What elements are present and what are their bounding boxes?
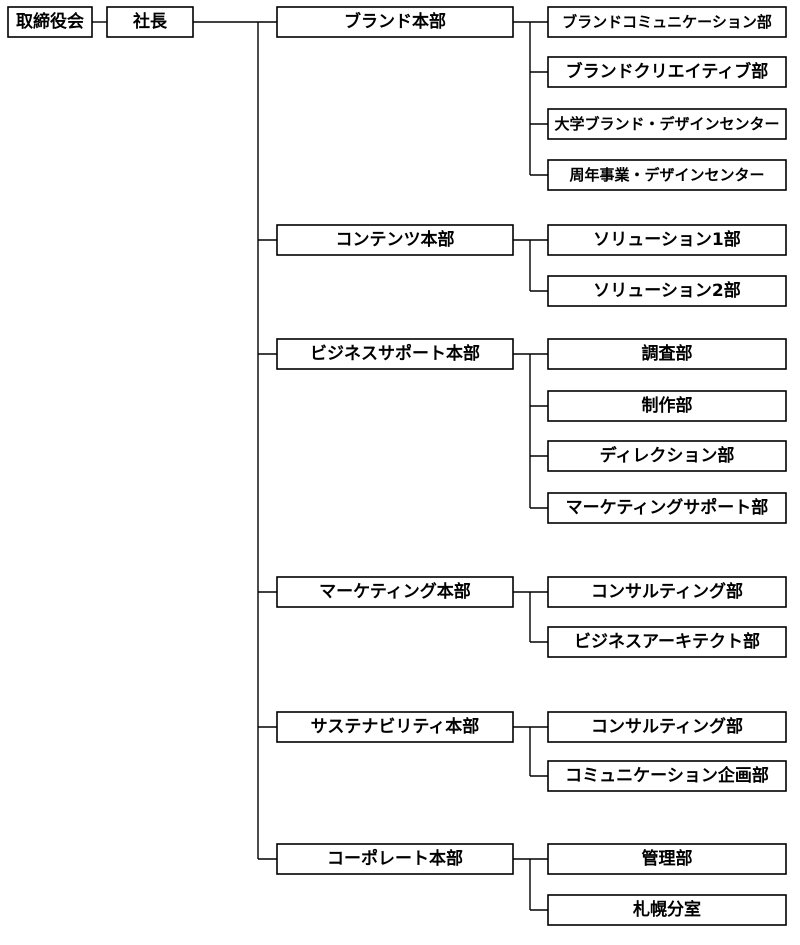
department-label: ソリューション1部 [593, 229, 741, 250]
department-box [547, 843, 787, 875]
division-group: ブランド本部 ブランドコミュニケーション部ブランドクリエイティブ部大学ブランド・デ… [258, 6, 787, 191]
department-box [547, 6, 787, 38]
president-node: 社長 [106, 6, 194, 38]
department-label: 制作部 [642, 395, 693, 416]
department-label: 周年事業・デザインセンター [569, 166, 764, 184]
department-box [547, 576, 787, 608]
department-label: マーケティングサポート部 [566, 497, 769, 518]
department-label: 札幌分室 [632, 899, 701, 920]
division-label: ブランド本部 [344, 11, 446, 32]
department-label: コンサルティング部 [591, 716, 743, 737]
division-box [276, 338, 514, 370]
president-box [106, 6, 194, 38]
department-label: 大学ブランド・デザインセンター [554, 115, 779, 133]
department-box [547, 894, 787, 926]
connector-lines [92, 21, 259, 859]
department-label: ディレクション部 [600, 445, 735, 466]
department-box [547, 108, 787, 140]
division-box [276, 711, 514, 743]
division-box [276, 224, 514, 256]
department-box [547, 390, 787, 422]
department-label: ビジネスアーキテクト部 [574, 631, 760, 652]
department-box [547, 440, 787, 472]
department-label: 調査部 [642, 343, 693, 364]
department-box [547, 760, 787, 792]
department-label: コミュニケーション企画部 [565, 765, 769, 786]
president-label: 社長 [132, 11, 168, 32]
division-box [276, 843, 514, 875]
board-label: 取締役会 [16, 11, 84, 32]
division-label: ビジネスサポート本部 [310, 343, 480, 364]
board-node: 取締役会 [7, 6, 93, 38]
division-label: マーケティング本部 [319, 581, 471, 602]
department-box [547, 492, 787, 524]
department-box [547, 159, 787, 191]
department-label: ブランドコミュニケーション部 [562, 13, 772, 31]
department-label: ソリューション2部 [593, 280, 741, 301]
division-label: サステナビリティ本部 [311, 716, 480, 737]
department-label: ブランドクリエイティブ部 [566, 61, 769, 82]
department-box [547, 224, 787, 256]
division-box [276, 576, 514, 608]
divisions: ブランド本部 ブランドコミュニケーション部ブランドクリエイティブ部大学ブランド・デ… [258, 6, 787, 926]
department-box [547, 626, 787, 658]
board-box [7, 6, 93, 38]
division-label: コンテンツ本部 [336, 229, 455, 250]
division-label: コーポレート本部 [327, 848, 463, 869]
department-box [547, 711, 787, 743]
department-box [547, 56, 787, 88]
department-box [547, 338, 787, 370]
division-box [276, 6, 514, 38]
department-label: コンサルティング部 [591, 581, 743, 602]
department-label: 管理部 [642, 848, 693, 869]
department-box [547, 275, 787, 307]
